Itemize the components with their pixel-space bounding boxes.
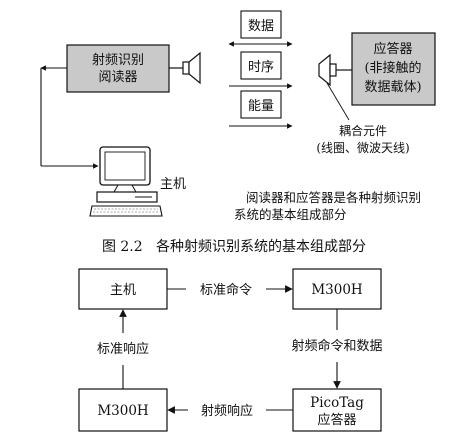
coupling-label-line2: (线圈、微波天线) [316, 141, 409, 155]
flow-arrow-rf-command: 射频命令和数据 [291, 309, 383, 389]
signal-energy-label: 能量 [248, 99, 274, 114]
note-line2: 系统的基本组成部分 [234, 207, 347, 222]
reader-box: 射频识别 阅读器 [66, 44, 170, 93]
flow-label-rf-command-data: 射频命令和数据 [291, 338, 382, 354]
flow-m300h-top-label: M300H [311, 282, 363, 298]
flow-m300h-top-box: M300H [292, 268, 382, 310]
signal-energy-group: 能量 [229, 90, 293, 129]
signal-data-label: 数据 [248, 19, 274, 34]
flow-host-box: 主机 [78, 268, 168, 310]
transponder-label-line1: 应答器 [373, 41, 412, 57]
transponder-box: 应答器 (非接触的 数据载体) [351, 32, 436, 106]
reader-label-line1: 射频识别 [92, 52, 144, 68]
flow-arrow-std-response: 标准响应 [97, 309, 149, 389]
flow-arrow-std-command: 标准命令 [167, 282, 293, 298]
transponder-label-line3: 数据载体) [364, 80, 421, 95]
flow-label-std-command: 标准命令 [200, 282, 252, 298]
figure-caption: 图 2.2 各种射频识别系统的基本组成部分 [102, 238, 366, 255]
flow-label-std-response: 标准响应 [97, 341, 149, 357]
reader-host-connector [40, 65, 99, 169]
host-label: 主机 [160, 177, 186, 192]
transponder-label-line2: (非接触的 [364, 60, 421, 76]
flow-picotag-box: PicoTag 应答器 [292, 388, 382, 432]
signal-timing-group: 时序 [229, 51, 293, 89]
signal-timing-label: 时序 [248, 60, 274, 75]
reader-label-line2: 阅读器 [98, 70, 137, 85]
flow-picotag-label-line2: 应答器 [317, 412, 356, 428]
transponder-antenna-icon [318, 53, 352, 87]
flow-arrow-rf-response: 射频响应 [167, 403, 293, 419]
flow-picotag-label-line1: PicoTag [310, 395, 364, 411]
computer-icon [89, 146, 163, 217]
note-line1: 阅读器和应答器是各种射频识别 [246, 190, 421, 205]
coupling-label-line1: 耦合元件 [339, 123, 387, 138]
flow-m300h-bottom-box: M300H [78, 388, 168, 432]
flow-m300h-bottom-label: M300H [97, 403, 149, 419]
coupling-callout: 耦合元件 (线圈、微波天线) [316, 82, 410, 155]
flow-host-label: 主机 [110, 283, 136, 298]
flow-label-rf-response: 射频响应 [201, 403, 253, 419]
reader-antenna-icon [169, 51, 201, 85]
signal-data-group: 数据 [228, 10, 293, 47]
